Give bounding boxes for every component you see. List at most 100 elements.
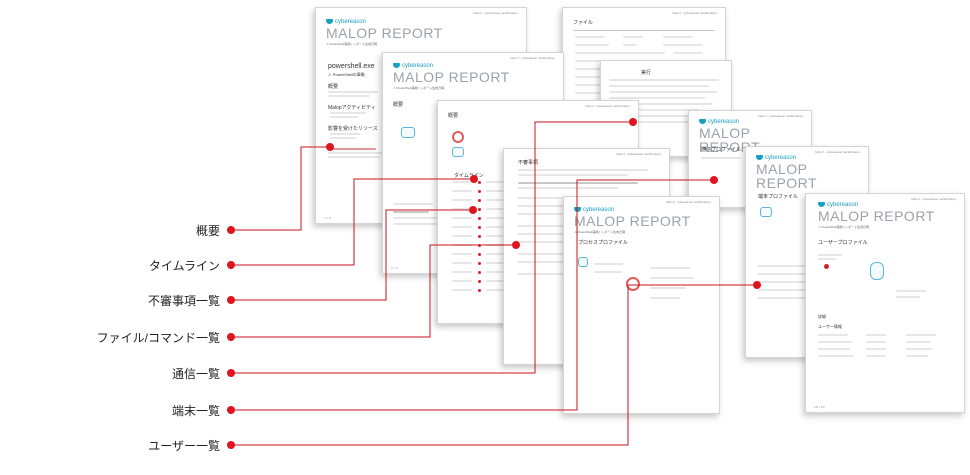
label-timeline: タイムライン <box>148 259 220 273</box>
connector-machine <box>231 179 714 411</box>
timeline-time <box>452 289 472 291</box>
timeline-event-icon <box>478 216 481 220</box>
cybereason-logo-icon <box>326 19 333 24</box>
report-brand: cybereason MALOP REPORT ⚠ PowerShell事象 |… <box>326 19 443 46</box>
section-details: 詳細 <box>818 314 826 319</box>
marker-files-end <box>512 241 520 249</box>
report-subtitle: ⚠ PowerShell事象 | レポート生成日時 <box>326 42 378 47</box>
page-header-url: https://...cybereason.net/#/malop/... <box>616 152 663 156</box>
section-timeline: タイムライン <box>454 173 484 179</box>
timeline-time <box>452 190 472 192</box>
process-icon <box>578 257 588 267</box>
connector-files <box>231 244 516 338</box>
marker-overview-end <box>326 143 334 151</box>
page-header-url: https://...cybereason.net/#/malop/... <box>815 150 862 154</box>
timeline-event-icon <box>478 189 481 193</box>
report-page-process: https://...cybereason.net/#/malop/... cy… <box>563 196 720 414</box>
timeline-time <box>452 208 472 210</box>
report-subtitle: ⚠ PowerShell事象 | レポート生成日時 <box>818 225 870 230</box>
report-title: MALOP REPORT <box>756 161 818 192</box>
timeline-event-icon <box>478 180 481 184</box>
report-title: MALOP REPORT <box>393 69 510 86</box>
timeline-time <box>452 280 472 282</box>
page-header-url: https://...cybereason.net/#/malop/... <box>473 11 520 15</box>
timeline-event-icon <box>478 198 481 202</box>
timeline-time <box>452 271 472 273</box>
section-overview: 概要 <box>328 84 339 90</box>
timeline-event-text <box>486 253 508 255</box>
timeline-time <box>452 226 472 228</box>
timeline-time <box>452 199 472 201</box>
brand-logo-text: cybereason <box>708 119 740 126</box>
section-overview-heading: 概要 <box>448 113 459 119</box>
user-alert-icon <box>824 264 829 269</box>
timeline-event-icon <box>478 252 481 256</box>
report-page-user: https://...cybereason.net/#/malop/... cy… <box>805 193 965 413</box>
user-icon <box>870 262 884 280</box>
timeline-time <box>452 235 472 237</box>
marker-user-end <box>753 281 761 289</box>
timeline-event-icon <box>478 279 481 283</box>
label-comm: 通信一覧 <box>171 367 220 381</box>
section-overview-heading: 概要 <box>393 102 404 108</box>
timeline-event-icon <box>478 207 481 211</box>
report-title: MALOP REPORT <box>326 25 443 42</box>
process-ring-icon <box>626 277 640 291</box>
timeline-event-text <box>486 280 511 282</box>
timeline-event-icon <box>478 270 481 274</box>
page-header: https://...cybereason.net/#/malop/... <box>322 11 520 17</box>
page-header-url: https://...cybereason.net/#/malop/... <box>911 197 958 201</box>
timeline-event-icon <box>478 234 481 238</box>
section-affected-resources: 影響を受けたリソース <box>328 126 378 132</box>
marker-comm <box>227 369 235 377</box>
connector-timeline <box>231 178 474 266</box>
label-machine: 端末一覧 <box>171 404 220 418</box>
page-footer: 1 / 3 <box>391 266 398 270</box>
brand-logo-text: cybereason <box>765 155 797 162</box>
timeline-event-text <box>486 217 516 219</box>
marker-comm-end <box>629 118 637 126</box>
connector-comm <box>231 121 633 374</box>
malop-ring-icon <box>452 131 464 143</box>
monitor-icon <box>452 147 464 157</box>
timeline-event-text <box>486 181 506 183</box>
timeline-event-icon <box>478 261 481 265</box>
cybereason-logo-icon <box>818 202 825 207</box>
page-header-url: https://...cybereason.net/#/malop/... <box>672 11 719 15</box>
timeline-event-text <box>486 235 512 237</box>
section-user-info: ユーザー情報 <box>818 324 842 329</box>
process-name: powershell.exe <box>328 63 375 70</box>
page-footer: 10 / 10 <box>814 405 825 409</box>
section-machine-profile: 端末プロファイル <box>758 194 799 200</box>
section-process-profile: プロセスプロファイル <box>578 240 629 246</box>
report-subtitle: ⚠ PowerShell事象 | レポート生成日時 <box>574 230 626 235</box>
timeline-time <box>452 262 472 264</box>
label-files: ファイル/コマンド一覧 <box>96 331 220 345</box>
marker-timeline <box>227 261 235 269</box>
page-header-url: https://...cybereason.net/#/malop/... <box>510 56 557 60</box>
brand-logo-text: cybereason <box>335 19 367 26</box>
report-title: MALOP REPORT <box>699 125 761 156</box>
connector-user <box>231 284 757 446</box>
label-overview: 概要 <box>195 224 220 238</box>
timeline-event-text <box>486 190 513 192</box>
marker-machine-end <box>710 176 718 184</box>
cybereason-logo-icon <box>393 63 400 68</box>
marker-files <box>227 333 235 341</box>
connector-overview <box>231 146 330 231</box>
section-comm-profile: 通信プロファイル <box>701 147 742 153</box>
marker-overview <box>227 226 235 234</box>
timeline-time <box>452 217 472 219</box>
label-suspicion: 不審事項一覧 <box>147 294 220 308</box>
process-subtitle: ⚠ PowerShellの事象 <box>328 72 365 77</box>
timeline-event-text <box>486 289 518 291</box>
cybereason-logo-icon <box>756 155 763 160</box>
section-suspicion: 不審事項 <box>518 160 539 166</box>
connector-suspicion <box>231 209 473 301</box>
brand-logo-text: cybereason <box>827 202 859 209</box>
cybereason-logo-icon <box>699 119 706 124</box>
section-exec: 実行 <box>641 70 652 76</box>
brand-logo-text: cybereason <box>402 63 434 70</box>
timeline-time <box>452 181 472 183</box>
